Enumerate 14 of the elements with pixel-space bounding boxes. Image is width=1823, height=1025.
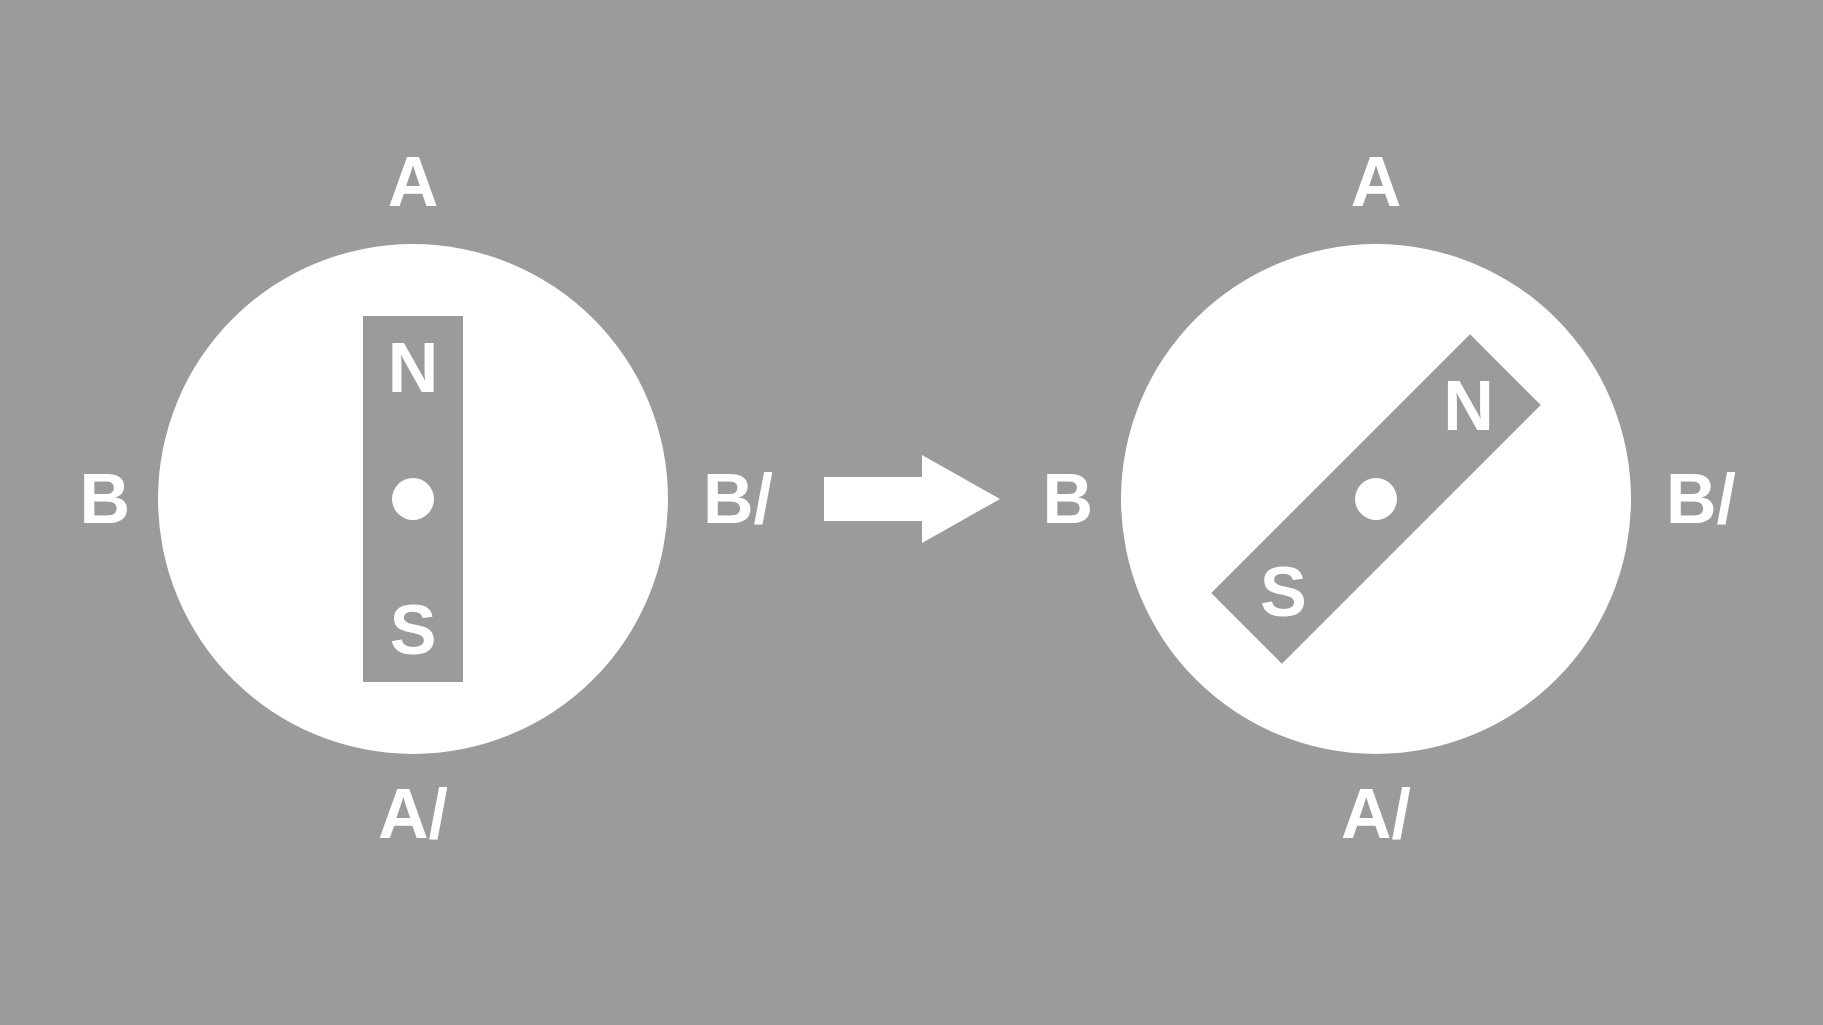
phase-label: A <box>387 147 439 217</box>
pole-label: N <box>1443 371 1494 442</box>
pole-label: S <box>1260 556 1307 627</box>
phase-label: A/ <box>1341 779 1411 849</box>
phase-label: B/ <box>1666 464 1736 534</box>
phase-label: B <box>1042 464 1093 534</box>
phase-label: B <box>79 464 130 534</box>
phase-label: A <box>1350 147 1402 217</box>
pole-label: S <box>389 595 437 665</box>
phase-label: B/ <box>703 464 773 534</box>
bar-magnet <box>363 316 463 682</box>
block-arrow <box>824 455 1000 543</box>
pole-label: N <box>387 333 439 403</box>
phase-label: A/ <box>378 779 448 849</box>
